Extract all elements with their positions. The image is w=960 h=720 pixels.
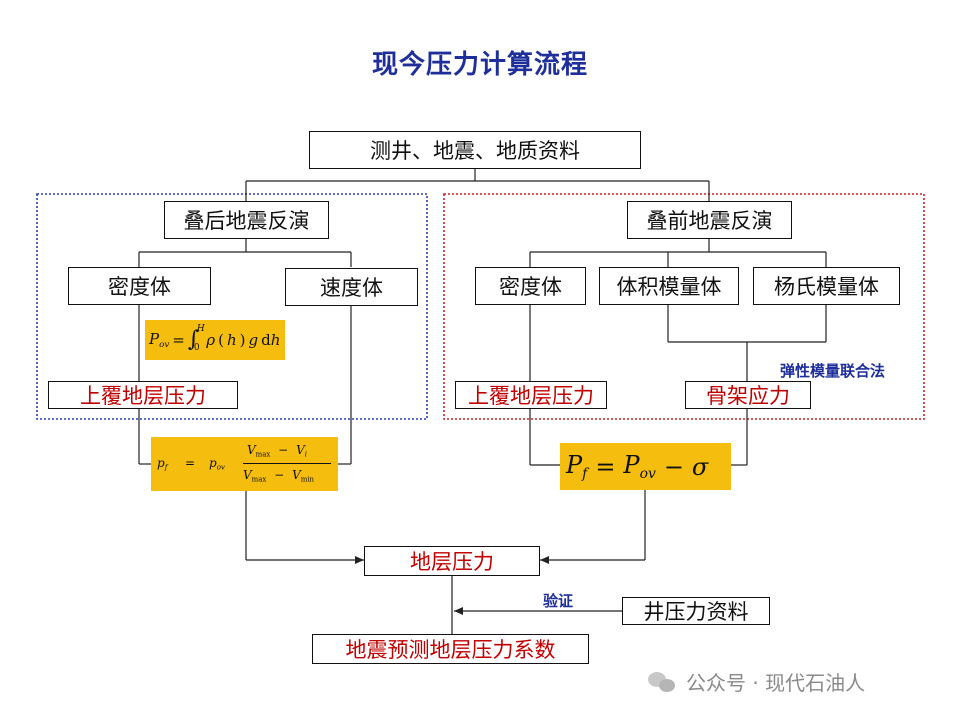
post-stack-inversion-box: 叠后地震反演 — [164, 201, 329, 239]
right-density-box: 密度体 — [475, 267, 586, 305]
watermark-text: 公众号 · 现代石油人 — [686, 671, 866, 695]
data-source-box: 测井、地震、地质资料 — [309, 131, 641, 169]
wechat-icon — [648, 670, 678, 694]
pressure-coefficient-box: 地震预测地层压力系数 — [312, 634, 589, 664]
right-overburden-box: 上覆地层压力 — [455, 381, 607, 409]
bulk-modulus-box: 体积模量体 — [599, 267, 739, 305]
formation-pressure-box: 地层压力 — [364, 546, 540, 576]
velocity-pressure-formula: pf = pov Vmax − Vi Vmax − Vmin — [151, 437, 338, 491]
well-pressure-box: 井压力资料 — [622, 597, 770, 625]
page-title: 现今压力计算流程 — [371, 50, 588, 80]
left-density-box: 密度体 — [68, 267, 211, 305]
effective-stress-formula: Pf = Pov − σ — [560, 443, 731, 490]
pre-inversion-group-frame — [443, 193, 925, 420]
pre-stack-inversion-box: 叠前地震反演 — [627, 201, 792, 239]
young-modulus-box: 杨氏模量体 — [753, 267, 900, 305]
elastic-method-label: 弹性模量联合法 — [780, 362, 886, 380]
left-overburden-box: 上覆地层压力 — [48, 381, 238, 409]
verify-label: 验证 — [543, 592, 574, 610]
watermark: 公众号 · 现代石油人 — [648, 667, 865, 696]
left-velocity-box: 速度体 — [285, 268, 418, 306]
post-inversion-group-frame — [36, 193, 428, 420]
skeleton-stress-box: 骨架应力 — [685, 381, 811, 409]
